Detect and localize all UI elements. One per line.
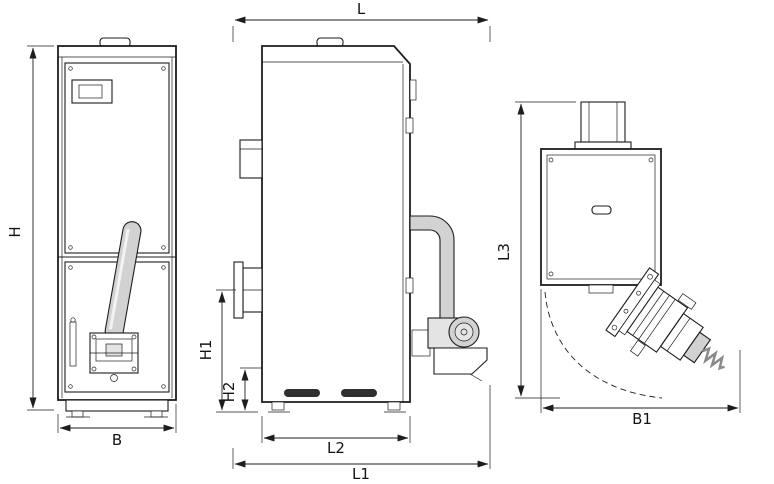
dim-h2: H2 xyxy=(220,367,262,411)
upper-door xyxy=(64,62,170,254)
igniter-body xyxy=(69,321,77,367)
dim-l2: L2 xyxy=(261,416,411,457)
junction-box xyxy=(239,139,263,179)
front-view: H xyxy=(6,37,177,449)
screw xyxy=(68,66,73,71)
burner-assembly xyxy=(605,267,725,371)
rear-view: L3 B1 xyxy=(495,101,741,428)
foot xyxy=(387,401,401,411)
dim-label-h1: H1 xyxy=(197,340,215,361)
base-front xyxy=(65,399,169,418)
side-view: L xyxy=(197,0,491,483)
burner-rib xyxy=(638,295,670,340)
bolt xyxy=(131,334,137,340)
feed-spring xyxy=(701,346,725,371)
upper-door-outline xyxy=(64,62,170,254)
flange-bolt xyxy=(623,308,629,314)
exhaust-pipe xyxy=(409,215,455,319)
dim-b1: B1 xyxy=(540,289,741,428)
rear-inner-panel xyxy=(546,154,656,280)
burner-rib xyxy=(643,299,676,344)
burner-rib xyxy=(632,291,665,336)
flange-bolt xyxy=(611,324,618,331)
burner-hub xyxy=(105,343,123,357)
foot xyxy=(71,410,84,418)
fan-bracket xyxy=(433,347,488,375)
control-panel xyxy=(71,79,113,104)
junction-box-body xyxy=(239,139,263,179)
dim-l3: L3 xyxy=(495,101,576,399)
bottom-slot xyxy=(284,389,320,397)
dim-h1: H1 xyxy=(197,289,258,413)
igniter-tip xyxy=(70,317,76,323)
bolt xyxy=(91,334,97,340)
burner-mount xyxy=(89,332,139,382)
bolt xyxy=(648,157,654,163)
dim-label-b1: B1 xyxy=(632,410,652,428)
screw xyxy=(68,384,73,389)
base-plinth xyxy=(65,399,169,412)
exhaust-fan xyxy=(411,316,488,382)
dim-label-l: L xyxy=(357,0,366,18)
bolt xyxy=(548,157,554,163)
screw xyxy=(68,265,73,270)
feed-tube-highlight xyxy=(108,228,130,330)
bottom-slot xyxy=(341,389,377,397)
foot xyxy=(150,410,163,418)
igniter xyxy=(69,317,77,367)
sensor-pocket xyxy=(409,79,417,101)
burner-topbox xyxy=(677,293,697,310)
fan-duct xyxy=(411,329,431,357)
screw xyxy=(68,245,73,250)
flange-bolt xyxy=(647,274,653,280)
base-side xyxy=(268,401,406,413)
dim-label-l1: L1 xyxy=(352,465,370,483)
burner-mount-inner xyxy=(95,338,133,362)
dim-l1: L1 xyxy=(232,385,491,483)
bolt xyxy=(548,271,554,277)
screw xyxy=(161,66,166,71)
photocell xyxy=(629,339,646,357)
bolt xyxy=(131,366,137,372)
fan-bracket-foot xyxy=(469,373,483,382)
dim-h: H xyxy=(6,45,54,411)
flange-bolt xyxy=(636,290,641,296)
dim-l: L xyxy=(232,0,491,42)
chimney-duct xyxy=(580,101,626,143)
rear-handle xyxy=(591,205,612,215)
chimney xyxy=(574,101,632,150)
rear-bottom-tab xyxy=(588,284,614,294)
hinge xyxy=(405,117,414,134)
screw xyxy=(161,245,166,250)
hinge xyxy=(405,277,414,294)
dim-label-l3: L3 xyxy=(495,243,513,261)
foot xyxy=(271,401,285,411)
fan-motor-ring xyxy=(454,322,474,342)
control-panel-frame xyxy=(71,79,113,104)
burner-cylinder-seam xyxy=(666,318,691,352)
boiler-body-rear xyxy=(540,148,662,286)
dim-label-h: H xyxy=(6,226,24,237)
dim-label-l2: L2 xyxy=(327,439,345,457)
control-panel-display xyxy=(78,84,103,99)
screw xyxy=(161,384,166,389)
bolt xyxy=(91,366,97,372)
fan-motor-hub xyxy=(460,328,468,336)
chimney-flange xyxy=(574,141,632,150)
dim-b: B xyxy=(57,404,177,449)
drain-valve xyxy=(110,374,118,382)
screw xyxy=(161,265,166,270)
dim-label-b: B xyxy=(112,431,122,449)
dim-label-h2: H2 xyxy=(220,382,238,403)
boiler-body-side xyxy=(261,45,411,403)
flue-outlet xyxy=(233,261,263,319)
